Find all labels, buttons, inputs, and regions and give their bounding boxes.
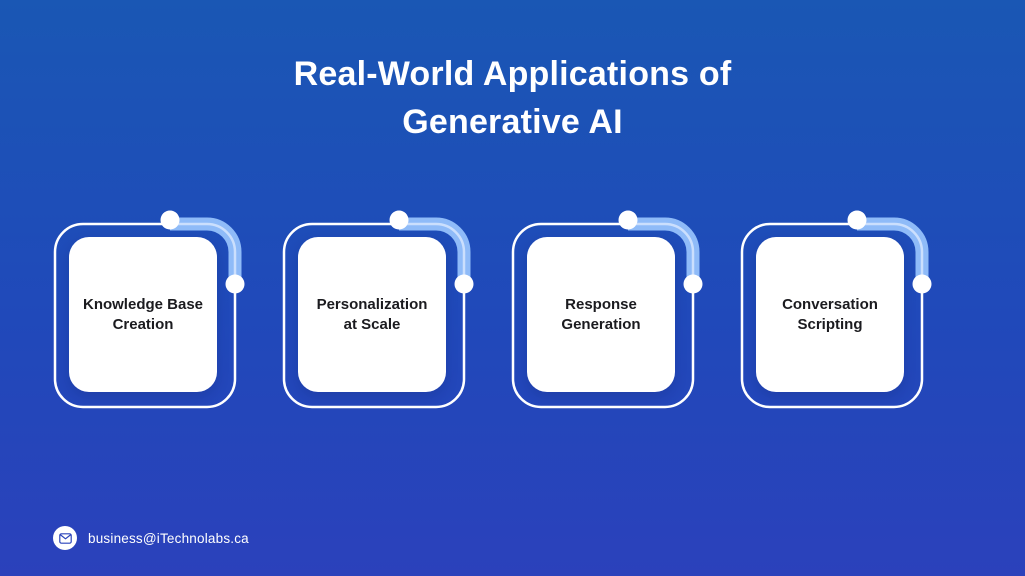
accent-band-core	[170, 222, 237, 284]
right-dot-icon	[225, 274, 245, 294]
email-icon-circle	[53, 526, 77, 550]
card-frame	[740, 210, 932, 409]
top-dot-icon	[160, 210, 180, 230]
card-frame	[53, 210, 245, 409]
card-label: Conversation Scripting	[782, 295, 878, 333]
card-body: Conversation Scripting	[756, 237, 904, 392]
card-body: Knowledge Base Creation	[69, 237, 217, 392]
accent-band-core	[628, 222, 695, 284]
card-frame-outline	[282, 222, 466, 409]
right-dot-icon	[683, 274, 703, 294]
card-conversation-scripting: Conversation Scripting	[740, 210, 940, 410]
card-personalization-at-scale: Personalization at Scale	[282, 210, 482, 410]
envelope-icon	[58, 532, 72, 544]
card-body: Response Generation	[527, 237, 675, 392]
card-frame	[511, 210, 703, 409]
top-dot-icon	[618, 210, 638, 230]
card-knowledge-base-creation: Knowledge Base Creation	[53, 210, 253, 410]
card-frame-outline	[511, 222, 695, 409]
accent-band-core	[399, 222, 466, 284]
right-dot-icon	[912, 274, 932, 294]
accent-band-core	[857, 222, 924, 284]
top-dot-icon	[389, 210, 409, 230]
top-dot-icon	[847, 210, 867, 230]
card-frame	[282, 210, 474, 409]
card-frame-outline	[740, 222, 924, 409]
right-dot-icon	[454, 274, 474, 294]
email-text: business@iTechnolabs.ca	[88, 530, 249, 546]
card-frame-outline	[53, 222, 237, 409]
page-title: Real-World Applications of Generative AI	[0, 50, 1025, 146]
page-title-line1: Real-World Applications of	[293, 55, 732, 93]
footer: business@iTechnolabs.ca	[53, 526, 249, 550]
card-body: Personalization at Scale	[298, 237, 446, 392]
card-response-generation: Response Generation	[511, 210, 711, 410]
page-title-line2: Generative AI	[402, 103, 623, 141]
card-label: Personalization at Scale	[316, 295, 428, 333]
card-label: Response Generation	[561, 295, 641, 333]
card-label: Knowledge Base Creation	[82, 295, 204, 333]
